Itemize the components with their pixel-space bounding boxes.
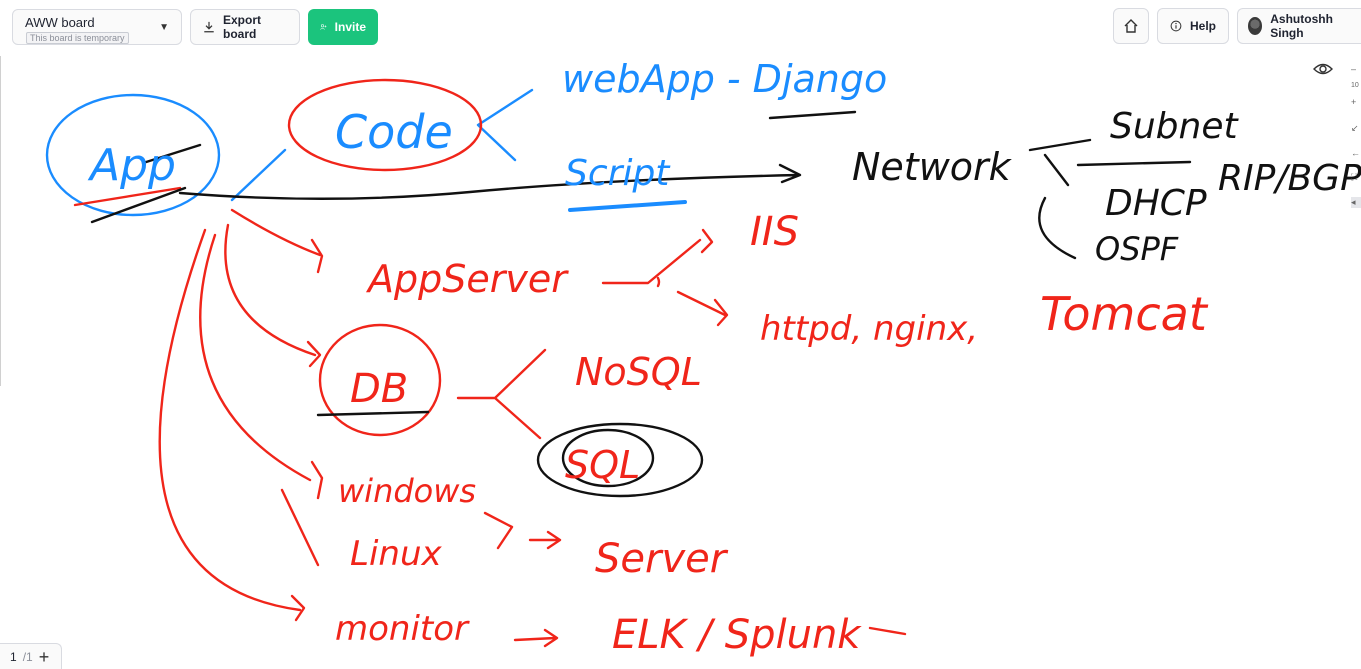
export-board-label: Export board	[223, 13, 262, 41]
text-subnet: Subnet	[1110, 106, 1239, 147]
collapse-panel-icon[interactable]: ◂	[1351, 197, 1361, 208]
monitor-arrow	[513, 628, 559, 648]
appserver-fork	[601, 238, 727, 317]
collapse-icon[interactable]: ↙	[1351, 123, 1359, 133]
windows-linux-arrow	[483, 511, 562, 550]
help-button[interactable]: Help	[1157, 8, 1229, 44]
text-linux: Linux	[350, 534, 442, 574]
text-windows: windows	[338, 472, 476, 510]
app-black-slash-2	[90, 186, 187, 224]
invite-label: Invite	[334, 20, 366, 34]
db-underline	[316, 410, 430, 417]
canvas-left-edge	[0, 56, 1, 386]
text-sql: SQL	[565, 443, 640, 487]
branch-db	[224, 223, 317, 357]
text-app: App	[87, 140, 176, 191]
board-temporary-badge: This board is temporary	[26, 32, 129, 44]
zoom-toolbar: – 10 + ↙ ← ⛶ ◂	[1351, 60, 1361, 208]
db-circle	[318, 323, 442, 437]
view-mode-button[interactable]	[1313, 62, 1333, 81]
undo-icon[interactable]: ←	[1351, 148, 1360, 158]
app-circle	[45, 93, 221, 217]
text-tomcat: Tomcat	[1040, 287, 1209, 341]
text-network: Network	[852, 145, 1013, 189]
help-label: Help	[1189, 19, 1216, 33]
text-nosql: NoSQL	[575, 350, 702, 394]
sql-inner-circle	[561, 428, 655, 488]
code-arrow	[476, 88, 534, 162]
home-icon	[1124, 19, 1138, 33]
text-db: DB	[350, 366, 408, 412]
export-board-button[interactable]: Export board	[190, 9, 300, 45]
zoom-in-icon[interactable]: +	[1351, 97, 1357, 107]
db-fork	[456, 348, 547, 440]
user-menu[interactable]: Ashutoshh Singh	[1237, 8, 1361, 44]
app-to-code-line	[230, 148, 287, 202]
dhcp-bracket	[1038, 196, 1077, 260]
text-iis: IIS	[750, 209, 799, 255]
app-black-slash	[141, 143, 202, 165]
info-icon	[1170, 20, 1182, 32]
text-elk: ELK / Splunk	[612, 612, 862, 658]
page-total: /1	[22, 649, 33, 664]
text-code: Code	[335, 105, 453, 159]
branch-appserver	[230, 208, 322, 257]
text-dhcp: DHCP	[1105, 183, 1207, 224]
board-selector[interactable]: AWW board This board is temporary ▼	[12, 9, 182, 45]
linux-slash	[280, 488, 320, 567]
sql-outer-circle	[536, 422, 704, 498]
network-fork	[1028, 138, 1192, 187]
top-right-toolbar: Help Ashutoshh Singh	[1113, 8, 1361, 44]
text-monitor: monitor	[335, 609, 470, 649]
zoom-level: 10	[1351, 82, 1359, 89]
page-navigator: 1/1 +	[0, 643, 62, 669]
fit-screen-icon[interactable]: ⛶	[1351, 172, 1358, 182]
zoom-out-icon[interactable]: –	[1351, 64, 1357, 74]
page-current: 1	[10, 649, 17, 664]
text-rip-bgp: RIP/BGP	[1218, 158, 1361, 199]
top-toolbar: AWW board This board is temporary ▼ Expo…	[12, 8, 378, 46]
text-server: Server	[595, 536, 729, 582]
board-name: AWW board	[25, 15, 95, 30]
avatar	[1248, 17, 1263, 35]
text-webapp: webApp - Django	[562, 57, 887, 101]
user-name: Ashutoshh Singh	[1270, 12, 1333, 40]
text-ospf: OSPF	[1095, 230, 1179, 268]
add-page-button[interactable]: +	[38, 646, 50, 667]
branch-windows	[199, 233, 312, 482]
text-script: Script	[565, 153, 671, 194]
text-httpd: httpd, nginx,	[760, 309, 978, 349]
branch-monitor	[158, 228, 302, 612]
download-icon	[204, 21, 214, 33]
add-user-icon	[320, 24, 327, 30]
elk-underline	[868, 626, 907, 636]
script-underline	[568, 200, 687, 212]
eye-icon	[1313, 63, 1333, 75]
app-red-underline	[73, 186, 182, 207]
invite-button[interactable]: Invite	[308, 9, 378, 45]
main-horizontal-line	[178, 163, 802, 200]
home-button[interactable]	[1113, 8, 1149, 44]
code-circle	[287, 78, 483, 172]
text-appserver: AppServer	[365, 257, 569, 301]
chevron-down-icon[interactable]: ▼	[159, 22, 169, 33]
django-underline	[768, 110, 857, 120]
